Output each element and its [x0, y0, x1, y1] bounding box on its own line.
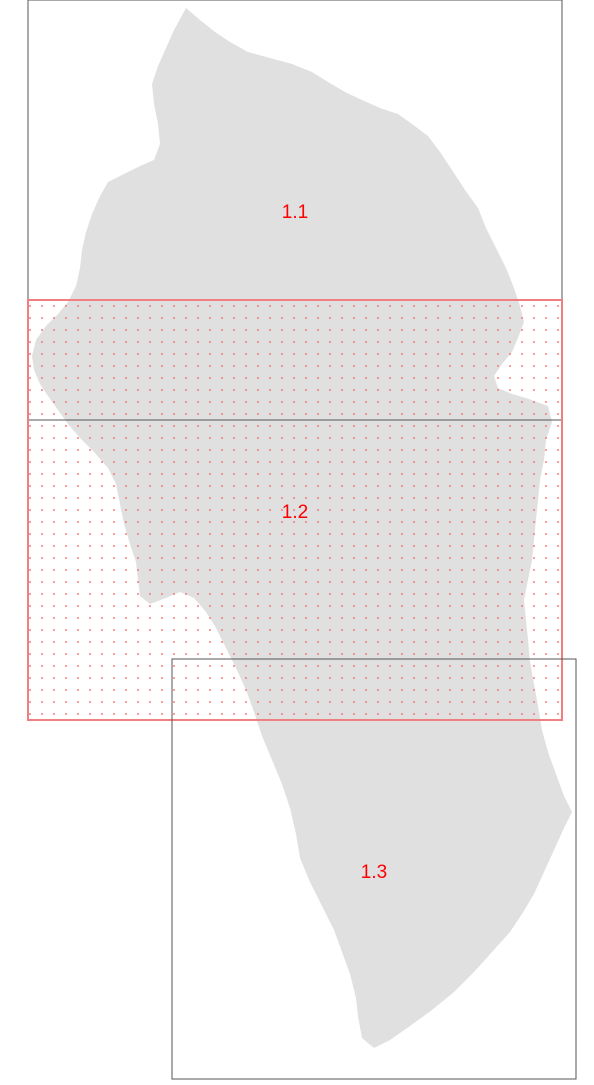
tile-1-2-dot-fill	[28, 300, 562, 720]
tile-1-3-border[interactable]	[171, 658, 577, 1080]
tile-1-3-label: 1.3	[361, 862, 387, 883]
tile-1-1-label: 1.1	[282, 202, 308, 223]
tile-1-2-border	[27, 299, 563, 721]
tile-1-2-label: 1.2	[282, 502, 308, 523]
tile-1-2-highlight[interactable]	[27, 299, 563, 721]
